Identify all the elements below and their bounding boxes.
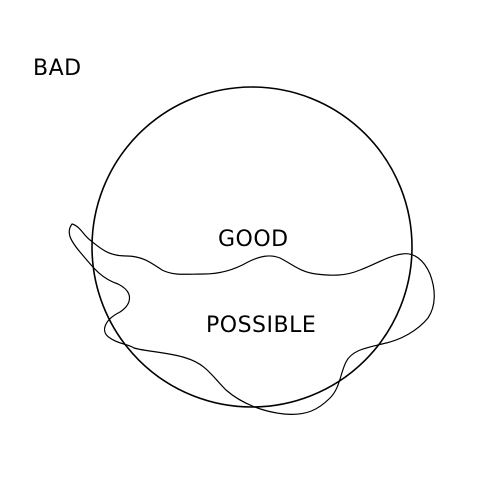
good-label: GOOD [218, 227, 289, 252]
possible-region-outline [68, 223, 435, 415]
good-circle [91, 86, 413, 408]
possible-label: POSSIBLE [206, 313, 316, 338]
bad-label: BAD [33, 56, 82, 81]
